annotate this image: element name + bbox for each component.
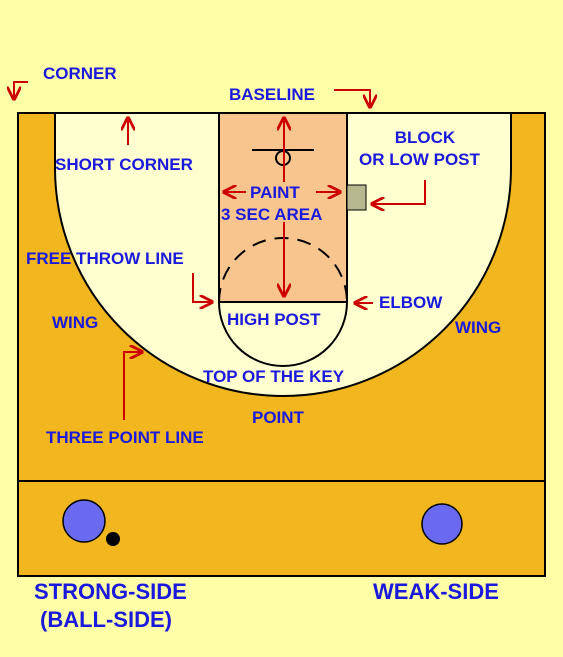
label-block: BLOCK (394, 128, 456, 147)
arrow-three-point-line (123, 352, 142, 420)
label-weak-side: WEAK-SIDE (373, 579, 499, 604)
label-strong-side: STRONG-SIDE (34, 579, 187, 604)
label-low-post: OR LOW POST (359, 150, 480, 169)
arrow-free-throw-line (192, 273, 212, 302)
label-elbow: ELBOW (379, 293, 443, 312)
label-paint: PAINT (250, 183, 300, 202)
arrow-block (372, 180, 426, 204)
label-ball-side: (BALL-SIDE) (40, 607, 172, 632)
label-point: POINT (252, 408, 304, 427)
player-strong-side (62, 499, 106, 543)
label-wing-left: WING (52, 313, 99, 332)
label-top-of-key: TOP OF THE KEY (203, 367, 345, 386)
arrow-corner (14, 81, 28, 99)
block-marker (346, 184, 367, 211)
label-corner: CORNER (43, 64, 117, 83)
player-weak-side (421, 503, 463, 545)
ball (106, 532, 120, 546)
label-free-throw-line: FREE THROW LINE (26, 249, 184, 268)
label-short-corner: SHORT CORNER (55, 155, 193, 174)
arrow-baseline (334, 89, 370, 107)
label-three-point-line: THREE POINT LINE (46, 428, 204, 447)
label-baseline: BASELINE (229, 85, 315, 104)
label-3-sec-area: 3 SEC AREA (221, 205, 323, 224)
label-wing-right: WING (455, 318, 502, 337)
free-throw-circle-bottom (218, 301, 348, 367)
label-high-post: HIGH POST (227, 310, 321, 329)
